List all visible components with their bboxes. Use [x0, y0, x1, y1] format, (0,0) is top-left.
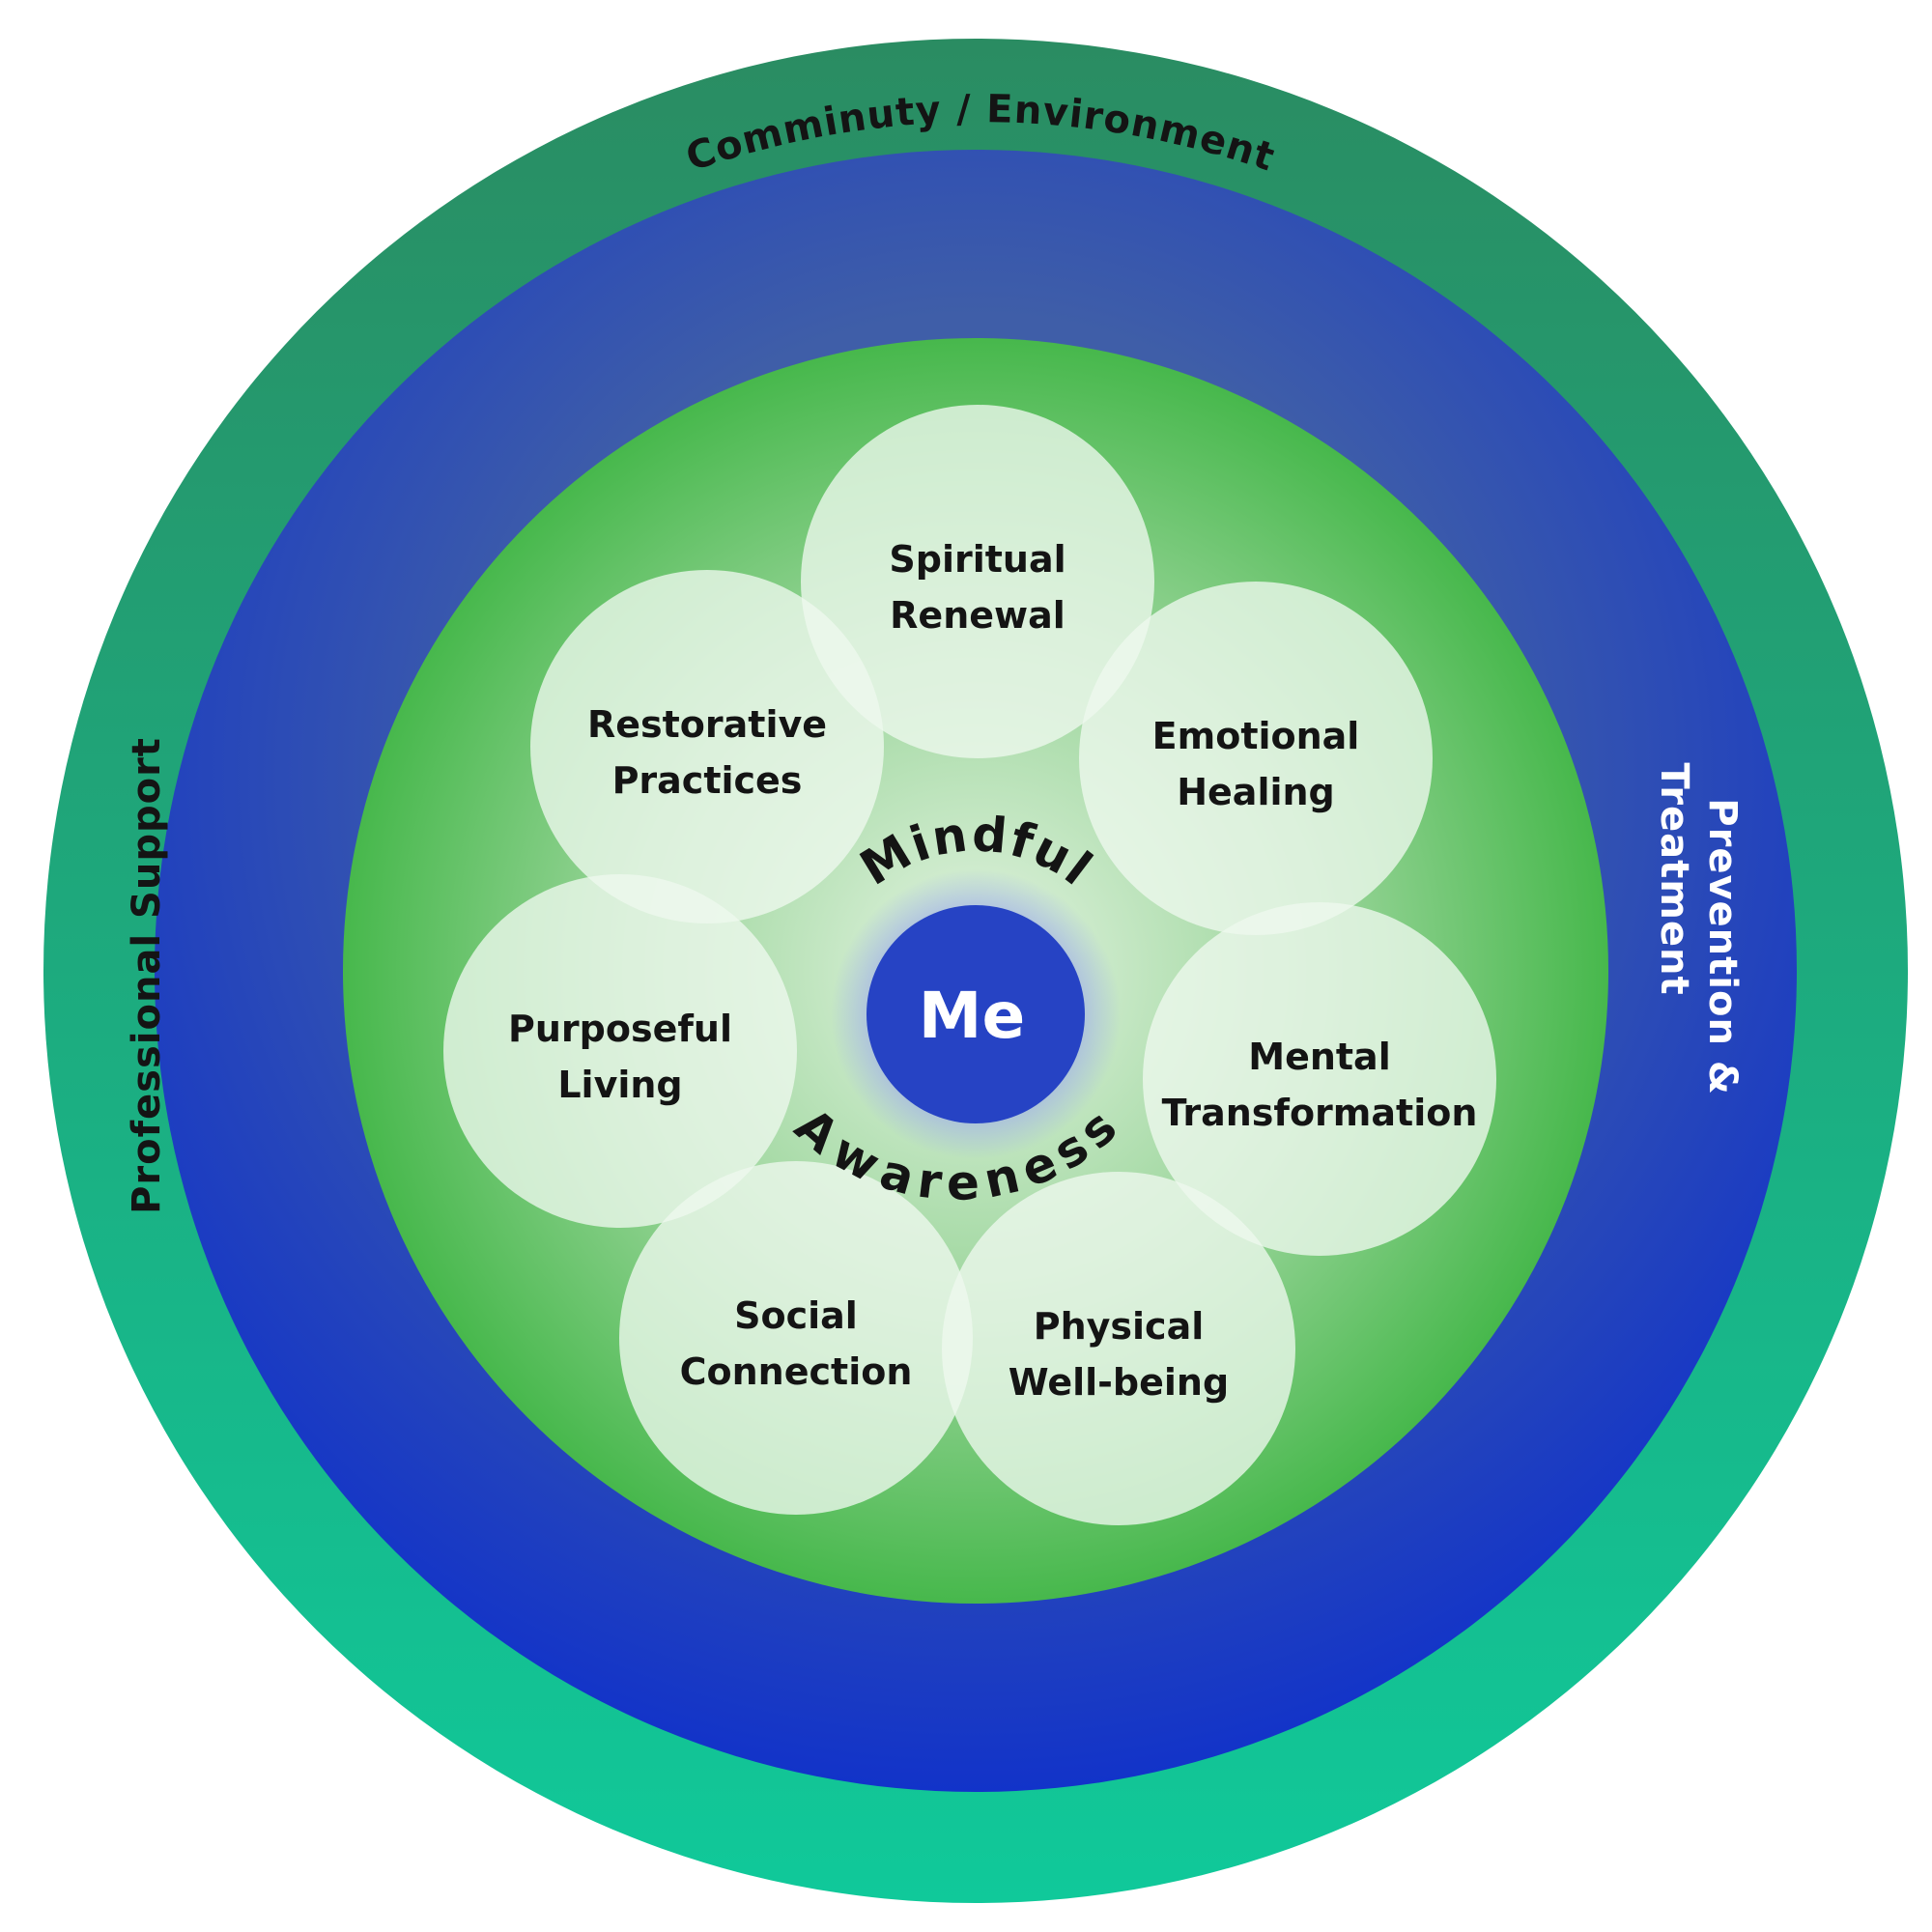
- bubble-circle: [443, 874, 797, 1228]
- bubble-circle: [1143, 902, 1496, 1256]
- bubble-circle: [1079, 582, 1433, 935]
- bubble-circle: [942, 1172, 1295, 1525]
- bubble-label-line2: Connection: [680, 1350, 913, 1393]
- bubble-label-line2: Healing: [1177, 771, 1335, 813]
- bubble-circle: [619, 1161, 973, 1515]
- professional-support-label: Professional Support: [125, 737, 169, 1214]
- pillar-bubbles: SpiritualRenewalEmotionalHealingMentalTr…: [443, 405, 1496, 1525]
- center-disc: [867, 905, 1085, 1123]
- bubble-label-line1: Purposeful: [508, 1008, 732, 1050]
- bubble-label-line2: Practices: [612, 759, 803, 802]
- bubble-label-line2: Well-being: [1009, 1361, 1229, 1404]
- svg-text:Treatment: Treatment: [1652, 762, 1696, 995]
- bubble-label-line1: Spiritual: [889, 538, 1065, 581]
- prevention-treatment-label: Prevention & Treatment: [1652, 762, 1745, 1094]
- bubble-label-line1: Emotional: [1152, 715, 1360, 757]
- bubble-label-line2: Transformation: [1162, 1092, 1478, 1134]
- center-label: Me: [919, 979, 1025, 1053]
- bubble-circle: [530, 570, 884, 923]
- svg-text:Prevention &: Prevention &: [1700, 798, 1745, 1094]
- bubble-label-line1: Mental: [1248, 1036, 1390, 1078]
- bubble-circle: [801, 405, 1154, 758]
- bubble-label-line1: Physical: [1034, 1305, 1205, 1348]
- bubble-label-line1: Social: [734, 1294, 858, 1337]
- bubble-label-line1: Restorative: [587, 703, 827, 746]
- bubble-label-line2: Living: [557, 1064, 682, 1106]
- bubble-label-line2: Renewal: [890, 594, 1065, 637]
